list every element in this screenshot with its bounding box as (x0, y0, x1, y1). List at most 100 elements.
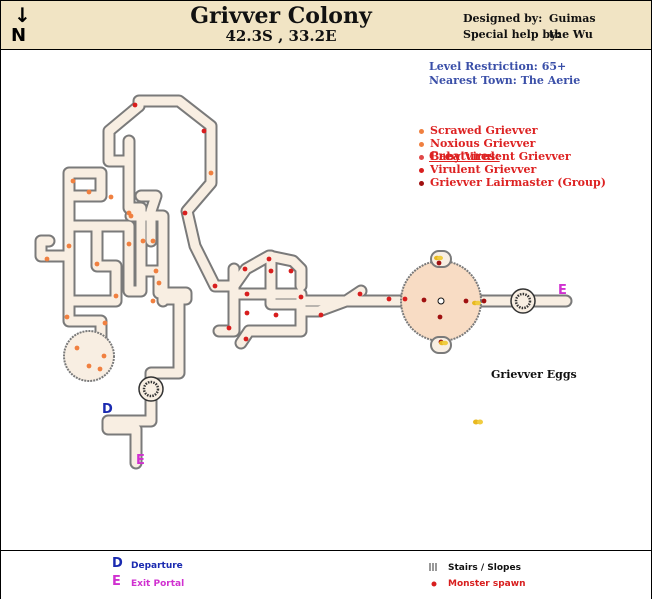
monster-spawn-icon (44, 256, 50, 262)
monster-spawn-icon (201, 128, 207, 134)
legend-departure-letter: D (112, 556, 123, 571)
monster-spawn-icon (150, 238, 156, 244)
tunnel (64, 296, 106, 346)
monster-spawn-icon (86, 363, 92, 369)
stairs-icon (138, 376, 164, 402)
monster-spawn-icon (437, 314, 443, 320)
egg-icon (475, 300, 481, 306)
spawn-dot-icon (419, 141, 424, 147)
monster-spawn-icon (113, 293, 119, 299)
tunnel (64, 221, 121, 306)
monster-spawn-icon (273, 312, 279, 318)
lair-center-icon (437, 297, 445, 305)
monster-spawn-icon (357, 291, 363, 297)
monster-spawn-icon (66, 243, 72, 249)
monster-spawn-icon (208, 170, 214, 176)
stairs-icon (514, 292, 532, 310)
designed-by-label: Designed by: (463, 12, 543, 25)
exit-marker-east: E (558, 283, 567, 298)
tunnel (64, 168, 106, 306)
egg-icon (473, 419, 483, 425)
spawn-dot-icon (419, 167, 424, 173)
monster-spawn-icon (298, 294, 304, 300)
monster-spawn-icon (212, 283, 218, 289)
tunnel (296, 286, 366, 316)
monster-spawn-icon (463, 298, 469, 304)
egg-icon (437, 255, 443, 261)
monster-spawn-icon (86, 189, 92, 195)
tunnel (136, 191, 161, 216)
monster-spawn-icon (64, 314, 70, 320)
tunnel (229, 251, 306, 291)
monster-spawn-icon (266, 256, 272, 262)
legend-spawn-label: Monster spawn (448, 579, 526, 589)
tunnel (214, 264, 239, 336)
monster-spawn-icon (74, 345, 80, 351)
creatures-heading: Creatures: (429, 149, 500, 163)
monster-spawn-icon (226, 325, 232, 331)
monster-spawn-icon (102, 320, 108, 326)
spawn-dot-icon (419, 180, 424, 186)
monster-spawn-icon (431, 581, 437, 587)
monster-spawn-icon (126, 241, 132, 247)
monster-spawn-icon (402, 296, 408, 302)
header-bar: ↓ N Grivver Colony 42.3S , 33.2E Designe… (1, 1, 651, 50)
monster-spawn-icon (101, 353, 107, 359)
spawn-dot-icon (419, 128, 424, 134)
legend-stairs-label: Stairs / Slopes (448, 563, 521, 573)
egg-icon (442, 340, 448, 346)
creature-item: Scrawed Grievver (419, 124, 538, 137)
monster-spawn-icon (108, 194, 114, 200)
legend-exit-label: Exit Portal (131, 579, 185, 589)
monster-spawn-icon (150, 298, 156, 304)
legend-departure-label: Departure (131, 561, 183, 571)
monster-spawn-icon (421, 297, 427, 303)
monster-spawn-icon (140, 238, 146, 244)
creature-item: Noxious Grievver (419, 137, 535, 150)
creature-item: Virulent Grievver (419, 163, 536, 176)
monster-spawn-icon (244, 310, 250, 316)
page-title: Grivver Colony (190, 3, 372, 29)
tunnel (182, 139, 239, 291)
monster-spawn-icon (318, 312, 324, 318)
tunnel (134, 96, 216, 149)
monster-spawn-icon (126, 210, 132, 216)
dungeon-map-drawing (34, 94, 573, 470)
tunnel (146, 211, 168, 306)
monster-spawn-icon (97, 366, 103, 372)
coordinates: 42.3S , 33.2E (225, 27, 337, 45)
tunnel (103, 384, 156, 468)
monster-spawn-icon (156, 280, 162, 286)
legend-bar: D Departure E Exit Portal Stairs / Slope… (1, 550, 651, 599)
dungeon-map: Level Restriction: 65+ Nearest Town: The… (1, 50, 651, 550)
special-help-label: Special help by: (463, 28, 561, 41)
monster-spawn-icon (268, 268, 274, 274)
monster-spawn-icon (153, 268, 159, 274)
egg-label: Grievver Eggs (491, 368, 577, 381)
monster-spawn-icon (386, 296, 392, 302)
tunnel (229, 289, 306, 348)
stairs-icon (510, 288, 536, 314)
creature-item: Baby Virulent Grievver (419, 150, 571, 163)
monster-spawn-icon (436, 260, 442, 266)
nearest-town: Nearest Town: The Aerie (429, 74, 581, 87)
tunnel (146, 294, 184, 394)
monster-spawn-icon (94, 261, 100, 267)
stairs-icon (429, 563, 437, 571)
monster-spawn-icon (288, 268, 294, 274)
level-restriction: Level Restriction: 65+ (429, 60, 567, 73)
exit-marker-west: E (136, 453, 145, 468)
monster-spawn-icon (481, 298, 487, 304)
monster-spawn-icon (242, 266, 248, 272)
monster-spawn-icon (182, 210, 188, 216)
departure-marker: D (102, 402, 113, 417)
north-compass: ↓ N (9, 5, 31, 47)
monster-spawn-icon (243, 336, 249, 342)
spawn-dot-icon (419, 154, 424, 160)
stairs-icon (142, 380, 160, 398)
monster-spawn-icon (244, 291, 250, 297)
compass-letter: N (11, 25, 27, 46)
legend-exit-letter: E (112, 574, 121, 589)
tunnel (36, 236, 74, 261)
